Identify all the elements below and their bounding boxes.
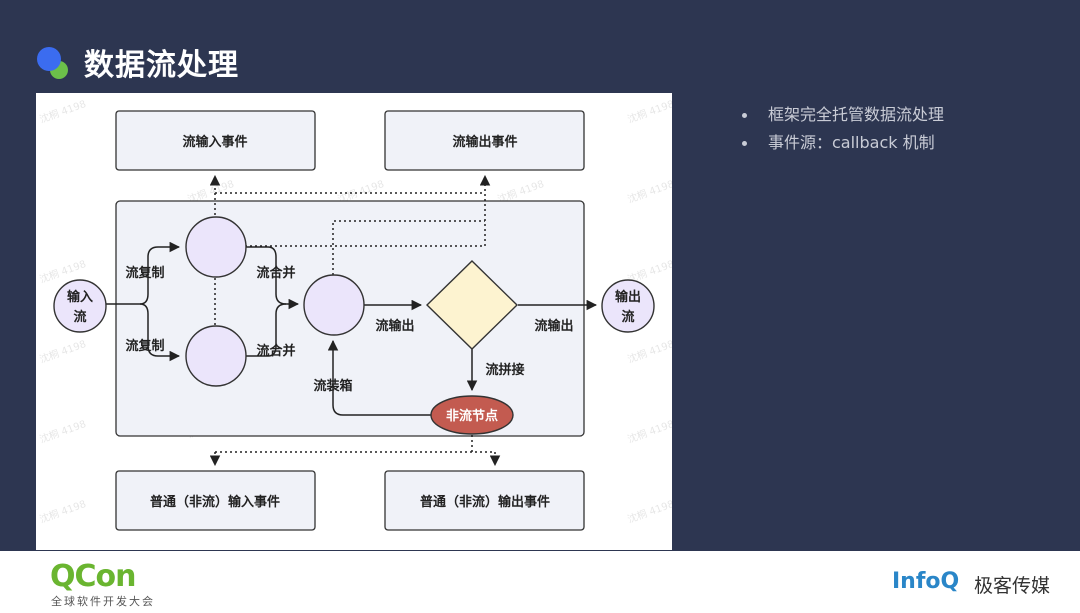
bullet-text: 框架完全托管数据流处理	[768, 105, 945, 124]
qcon-logo: QCon	[50, 559, 136, 594]
infoq-logo: InfoQ	[892, 569, 960, 594]
dataflow-diagram: 流输入事件 流输出事件 普通（非流）输入事件 普通（非流）输出事件	[53, 110, 655, 531]
bullet-list: 框架完全托管数据流处理 事件源：callback 机制	[740, 103, 944, 159]
merge-node	[303, 274, 365, 336]
title-decoration-icon	[37, 47, 68, 79]
output-stream-label: 流	[621, 309, 634, 325]
edge-label-copy-top: 流复制	[125, 265, 164, 281]
qcon-subtitle: 全球软件开发大会	[51, 595, 155, 608]
stream-input-event-box	[115, 110, 316, 171]
bullet-dot-icon	[742, 141, 747, 146]
slide-title: 数据流处理	[84, 48, 239, 83]
stream-input-event-label: 流输入事件	[182, 134, 247, 150]
flow-line	[246, 303, 287, 357]
dotted-link	[332, 220, 485, 275]
bullet-item: 框架完全托管数据流处理	[740, 103, 944, 131]
stream-output-event-box	[384, 110, 585, 171]
input-stream-label: 输入	[67, 289, 93, 305]
plain-output-event-box	[384, 470, 585, 531]
edge-label-merge-bottom: 流合并	[256, 343, 295, 359]
plain-output-event-label: 普通（非流）输出事件	[420, 494, 550, 510]
bullet-dot-icon	[742, 113, 747, 118]
output-stream-node	[601, 279, 655, 333]
non-stream-node	[430, 395, 514, 435]
edge-label-merge-top: 流合并	[256, 265, 295, 281]
decision-node	[425, 260, 519, 350]
input-stream-label: 流	[73, 309, 86, 325]
input-stream-node	[53, 279, 107, 333]
stream-output-event-label: 流输出事件	[452, 134, 517, 150]
infoq-brand: 极客传媒	[974, 575, 1051, 597]
flow-line	[246, 246, 300, 310]
edge-label-stream-pack: 流装箱	[313, 378, 352, 394]
flow-line	[327, 339, 431, 416]
edge-label-stream-out-1: 流输出	[375, 318, 414, 334]
copy-node-bottom	[185, 325, 247, 387]
plain-input-event-label: 普通（非流）输入事件	[150, 494, 280, 510]
diagram-panel: 沈桐 4198 沈桐 4198 沈桐 4198 沈桐 4198 沈桐 4198 …	[36, 93, 672, 550]
copy-node-top	[185, 216, 247, 278]
bullet-item: 事件源：callback 机制	[740, 131, 944, 159]
plain-input-event-box	[115, 470, 316, 531]
output-stream-label: 输出	[615, 289, 641, 305]
non-stream-node-label: 非流节点	[446, 408, 498, 424]
edge-label-stream-out-2: 流输出	[534, 318, 573, 334]
edge-label-stream-concat: 流拼接	[485, 362, 524, 378]
flow-line	[139, 241, 181, 305]
flow-line	[139, 303, 181, 362]
bullet-text: 事件源：callback 机制	[768, 133, 935, 152]
edge-label-copy-bottom: 流复制	[125, 338, 164, 354]
footer: QCon 全球软件开发大会 InfoQ 极客传媒	[0, 551, 1080, 613]
